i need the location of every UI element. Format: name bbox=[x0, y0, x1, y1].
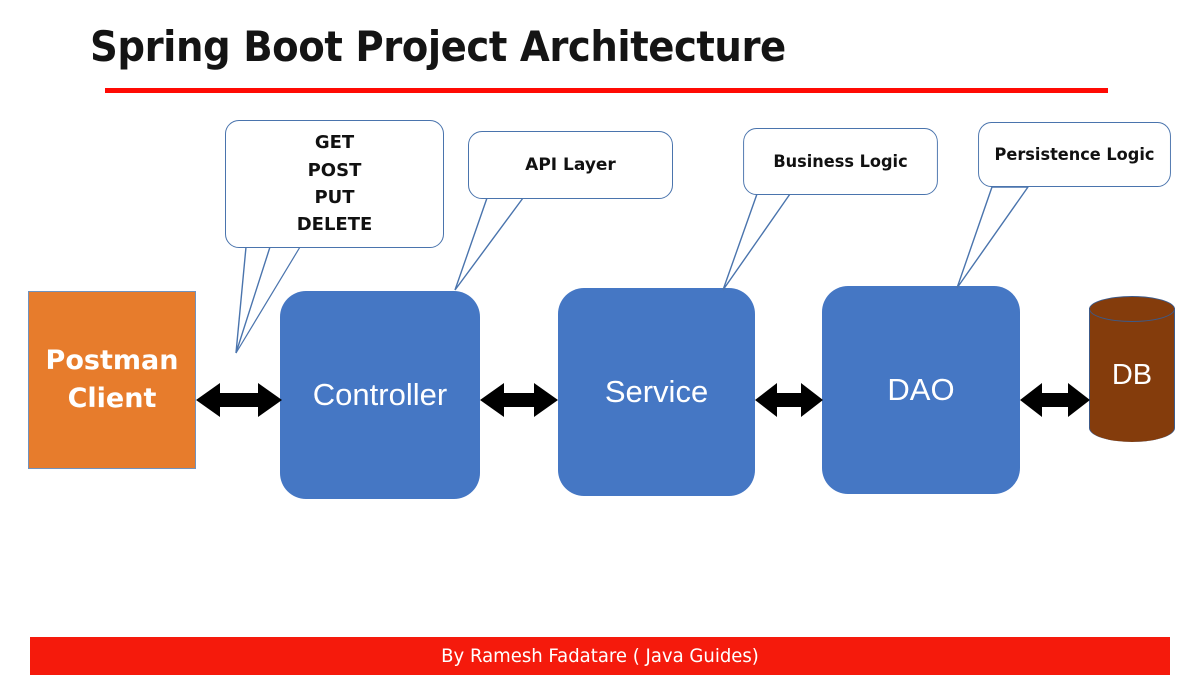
node-dao[interactable]: DAO bbox=[822, 286, 1020, 494]
cylinder-body bbox=[1089, 308, 1175, 442]
title-underline-rule bbox=[105, 88, 1108, 93]
page-title: Spring Boot Project Architecture bbox=[90, 22, 786, 71]
footer-credit-text: By Ramesh Fadatare ( Java Guides) bbox=[441, 645, 759, 667]
node-label-dao: DAO bbox=[887, 372, 955, 407]
node-label-db: DB bbox=[1111, 358, 1153, 391]
callout-label-http-methods: GET POST PUT DELETE bbox=[296, 132, 373, 236]
node-controller[interactable]: Controller bbox=[280, 291, 480, 499]
arrow-service-to-dao bbox=[755, 383, 823, 417]
node-postman-client[interactable]: Postman Client bbox=[28, 291, 196, 469]
callout-label-persistence-logic: Persistence Logic bbox=[994, 144, 1155, 165]
callout-business-logic[interactable]: Business Logic bbox=[743, 128, 938, 195]
callout-label-business-logic: Business Logic bbox=[773, 151, 908, 172]
node-service[interactable]: Service bbox=[558, 288, 755, 496]
callout-persistence-logic[interactable]: Persistence Logic bbox=[978, 122, 1171, 187]
footer-credit-bar: By Ramesh Fadatare ( Java Guides) bbox=[30, 637, 1170, 675]
arrow-postman-to-controller bbox=[196, 383, 282, 417]
callout-http-methods[interactable]: GET POST PUT DELETE bbox=[225, 120, 444, 248]
arrow-controller-to-service bbox=[480, 383, 558, 417]
callout-label-api-layer: API Layer bbox=[525, 155, 616, 175]
node-database-cylinder[interactable]: DB bbox=[1089, 296, 1175, 454]
node-label-postman: Postman Client bbox=[45, 344, 179, 414]
node-label-service: Service bbox=[604, 374, 709, 409]
cylinder-top-ellipse bbox=[1089, 296, 1175, 322]
arrow-dao-to-db bbox=[1020, 383, 1090, 417]
node-label-controller: Controller bbox=[312, 377, 448, 412]
callout-api-layer[interactable]: API Layer bbox=[468, 131, 673, 199]
